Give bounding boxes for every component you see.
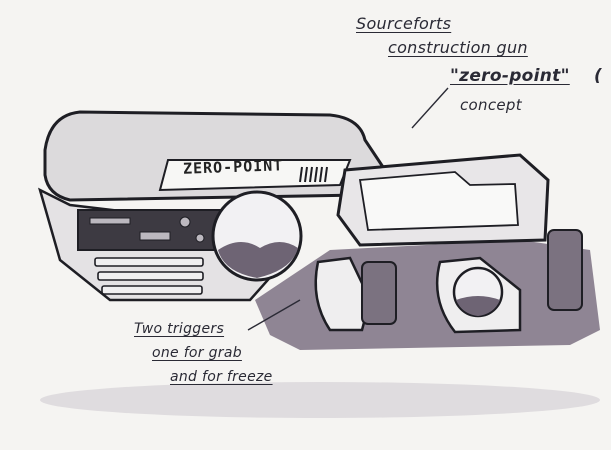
grip-panel-1 [361,261,397,325]
mechanism-window [77,209,229,251]
annotation-title-line-2: construction gun [388,38,528,57]
vent-grilles [94,257,204,295]
ground-shadow [40,382,600,418]
device-label: ZERO-POINT [182,156,284,178]
annotation-title-line-4: concept [460,96,522,114]
annotation-trigger-line-2: one for grab [152,345,242,361]
grip-panel-2 [547,229,583,311]
annotation-paren: ( [593,66,603,86]
annotation-title-line-3: "zero-point" ( [450,66,602,86]
annotation-title-line-1: Sourceforts [356,14,452,33]
pointer-line-triggers [247,299,301,331]
mechanism-detail [89,216,205,243]
display-screen [358,171,519,231]
pointer-line-concept [411,87,449,129]
sphere-shade [218,241,298,278]
annotation-trigger-line-1: Two triggers [134,321,225,337]
annotation-trigger-line-3: and for freeze [170,369,273,385]
small-sphere-shade [456,296,500,316]
label-barcode [299,166,328,183]
annotation-zero-point: "zero-point" [450,66,570,86]
